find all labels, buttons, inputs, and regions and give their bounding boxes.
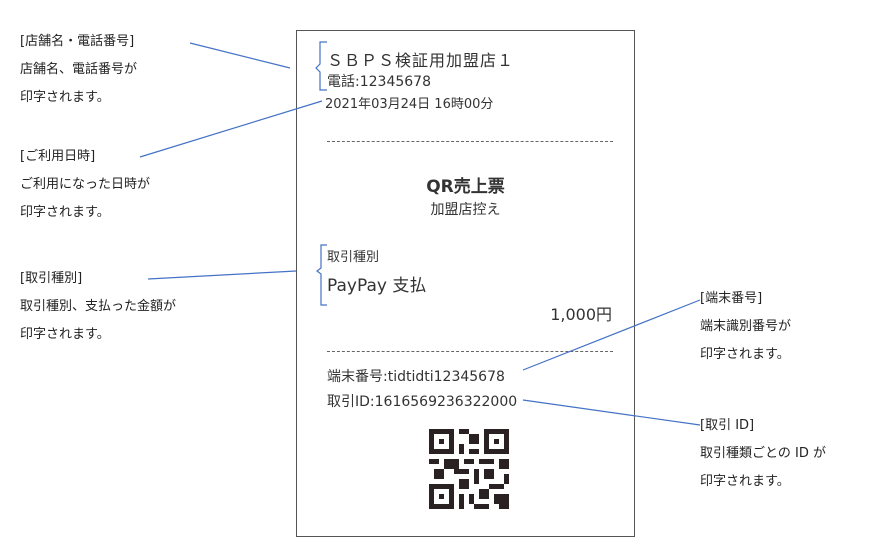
phone: 電話:12345678	[327, 74, 431, 90]
annotation-shop: [店舗名・電話番号] 店舗名、電話番号が 印字されます。	[20, 28, 137, 112]
receipt: ＳＢＰＳ検証用加盟店１ 電話:12345678 2021年03月24日 16時0…	[296, 30, 635, 537]
annotation-type: [取引種別] 取引種別、支払った金額が 印字されます。	[20, 265, 176, 349]
annotation-text: 印字されます。	[700, 347, 790, 362]
receipt-title: QR売上票	[426, 177, 505, 197]
amount: 1,000円	[550, 305, 612, 324]
type-label: 取引種別	[327, 250, 380, 265]
annotation-title: [取引種別]	[20, 271, 83, 286]
qr-code-icon	[429, 429, 509, 509]
annotation-terminal: [端末番号] 端末識別番号が 印字されます。	[700, 285, 791, 369]
annotation-text: 印字されます。	[20, 205, 110, 220]
annotation-text: ご利用になった日時が	[20, 177, 151, 192]
transaction-id: 取引ID:1616569236322000	[327, 394, 518, 410]
receipt-subtitle: 加盟店控え	[430, 202, 501, 218]
annotation-text: 取引種類ごとの ID が	[700, 446, 826, 461]
connector-shop	[189, 42, 291, 69]
connector-datetime	[139, 100, 323, 158]
annotation-title: [端末番号]	[700, 291, 763, 306]
divider	[327, 141, 613, 142]
annotation-title: [取引 ID]	[700, 418, 755, 433]
shop-name: ＳＢＰＳ検証用加盟店１	[327, 51, 515, 70]
annotation-text: 端末識別番号が	[700, 319, 792, 334]
annotation-text: 店舗名、電話番号が	[20, 62, 138, 77]
divider	[327, 351, 613, 352]
annotation-text: 印字されます。	[700, 474, 790, 489]
type-value: PayPay 支払	[327, 276, 427, 296]
annotation-text: 印字されます。	[20, 327, 110, 342]
datetime: 2021年03月24日 16時00分	[325, 97, 494, 112]
terminal-number: 端末番号:tidtidti12345678	[327, 369, 505, 385]
annotation-datetime: [ご利用日時] ご利用になった日時が 印字されます。	[20, 143, 150, 227]
annotation-title: [ご利用日時]	[20, 149, 96, 164]
annotation-title: [店舗名・電話番号]	[20, 34, 135, 49]
annotation-text: 印字されます。	[20, 90, 110, 105]
annotation-text: 取引種別、支払った金額が	[20, 299, 177, 314]
annotation-transaction-id: [取引 ID] 取引種類ごとの ID が 印字されます。	[700, 412, 826, 496]
